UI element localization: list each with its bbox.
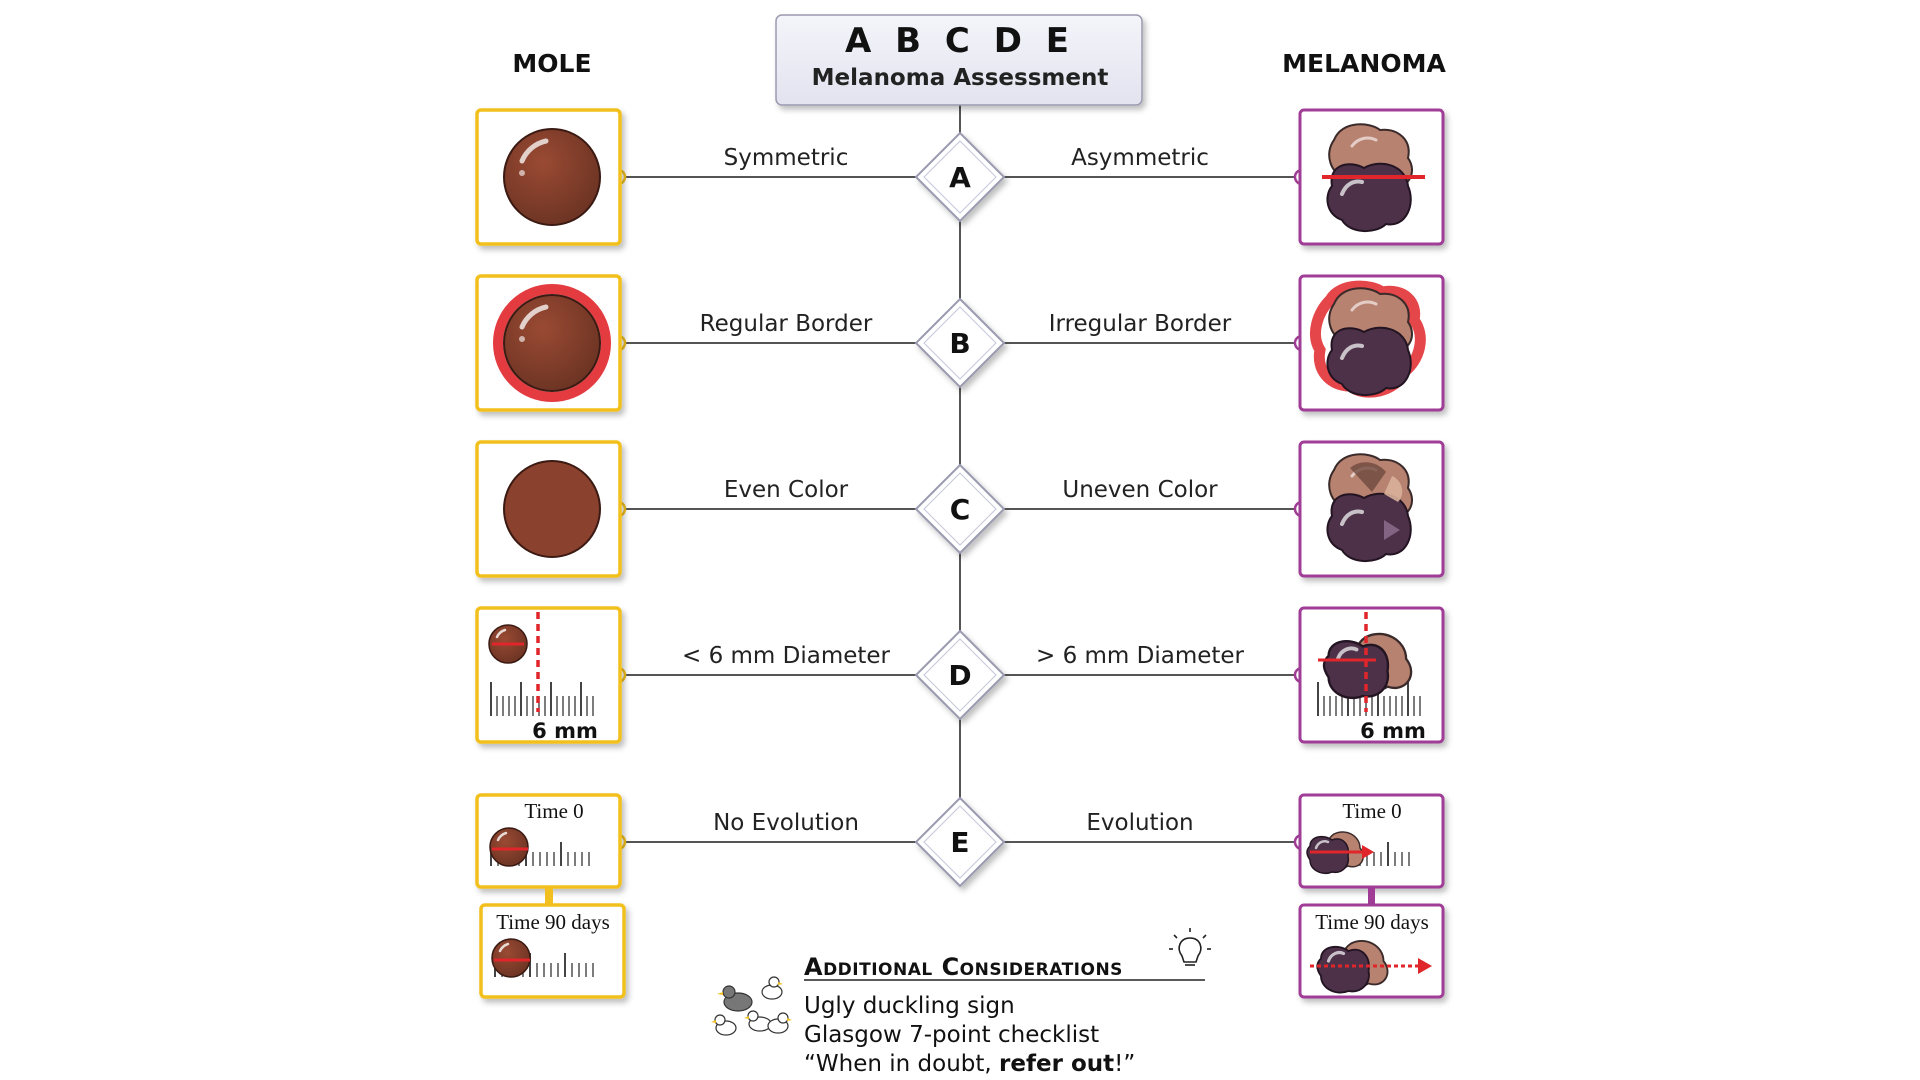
- letter-diamond-inner: [923, 805, 997, 879]
- melanoma-card-a: [1298, 108, 1445, 246]
- consideration-item: Ugly duckling sign: [804, 993, 1015, 1019]
- row-letter: A: [949, 161, 971, 194]
- letter-diamond-inner: [923, 306, 997, 380]
- time0-label: Time 0: [524, 799, 583, 823]
- small-mole-image: [490, 937, 532, 979]
- melanoma-card-e: Time 0 Time 90 days: [1298, 793, 1445, 999]
- letter-diamond: [914, 463, 1006, 555]
- mole-feature-label: Even Color: [724, 477, 849, 503]
- mole-feature-label: Regular Border: [700, 311, 873, 337]
- letter-diamond: [914, 796, 1006, 888]
- melanoma-card-b: [1298, 274, 1445, 412]
- mole-feature-label: Symmetric: [724, 145, 849, 171]
- round-mole-image: [504, 129, 600, 225]
- mole-feature-label: < 6 mm Diameter: [682, 643, 891, 669]
- melanoma-card-c: [1298, 440, 1445, 578]
- regular-border-outline: [493, 284, 611, 402]
- melanoma-feature-label: Irregular Border: [1049, 311, 1232, 337]
- mole-feature-label: No Evolution: [713, 810, 859, 836]
- timeline-connector: [1368, 887, 1375, 905]
- melanoma-card-d: 6 mm: [1298, 606, 1445, 744]
- mole-card-a: [475, 108, 622, 246]
- row-d: D < 6 mm Diameter > 6 mm Diameter: [609, 629, 1311, 721]
- row-a: A Symmetric Asymmetric: [609, 131, 1311, 223]
- row-letter: E: [950, 826, 969, 859]
- six-mm-label: 6 mm: [1360, 719, 1426, 743]
- time90-label: Time 90 days: [496, 910, 610, 934]
- mole-card-d: 6 mm: [475, 606, 622, 744]
- quote-bold: refer out: [999, 1051, 1114, 1077]
- row-letter: D: [948, 659, 971, 692]
- six-mm-label: 6 mm: [532, 719, 598, 743]
- growth-arrow: [1418, 958, 1432, 974]
- letter-diamond: [914, 629, 1006, 721]
- letter-diamond-inner: [923, 638, 997, 712]
- header-box: A B C D E Melanoma Assessment: [775, 14, 1143, 106]
- mole-column-title: MOLE: [512, 49, 591, 78]
- melanoma-feature-label: > 6 mm Diameter: [1036, 643, 1245, 669]
- consideration-quote: “When in doubt, refer out!”: [804, 1051, 1135, 1077]
- letter-diamond-inner: [923, 472, 997, 546]
- melanoma-feature-label: Uneven Color: [1062, 477, 1218, 503]
- additional-heading: Additional Considerations: [804, 953, 1123, 981]
- quote-prefix: “When in doubt,: [804, 1051, 999, 1077]
- even-color-mole-image: [503, 460, 601, 558]
- mole-card-b: [475, 274, 622, 412]
- mole-card-e: Time 0 Time 90 days: [475, 793, 626, 999]
- additional-considerations: Additional Considerations: [711, 928, 1211, 1077]
- melanoma-feature-label: Evolution: [1086, 810, 1193, 836]
- timeline-connector: [545, 887, 553, 905]
- letter-diamond-inner: [923, 140, 997, 214]
- melanoma-column-title: MELANOMA: [1282, 49, 1446, 78]
- small-mole-image: [488, 826, 530, 868]
- time0-label: Time 0: [1342, 799, 1401, 823]
- round-mole-image: [504, 295, 600, 391]
- row-letter: B: [949, 327, 970, 360]
- row-e: E No Evolution Evolution: [609, 796, 1311, 888]
- header-subtitle: Melanoma Assessment: [812, 65, 1109, 91]
- letter-diamond: [914, 131, 1006, 223]
- mole-card-c: [475, 440, 622, 578]
- lightbulb-icon: [1169, 928, 1211, 966]
- row-c: C Even Color Uneven Color: [609, 463, 1311, 555]
- letter-diamond: [914, 297, 1006, 389]
- melanoma-feature-label: Asymmetric: [1071, 145, 1209, 171]
- ducklings-icon: [711, 976, 792, 1036]
- time90-label: Time 90 days: [1315, 910, 1429, 934]
- quote-suffix: !”: [1114, 1051, 1135, 1077]
- header-title: A B C D E: [845, 21, 1075, 61]
- row-letter: C: [950, 493, 971, 526]
- irregular-lesion-image: [1325, 286, 1415, 398]
- consideration-item: Glasgow 7-point checklist: [804, 1022, 1099, 1048]
- row-b: B Regular Border Irregular Border: [609, 297, 1311, 389]
- ruler: [490, 682, 594, 716]
